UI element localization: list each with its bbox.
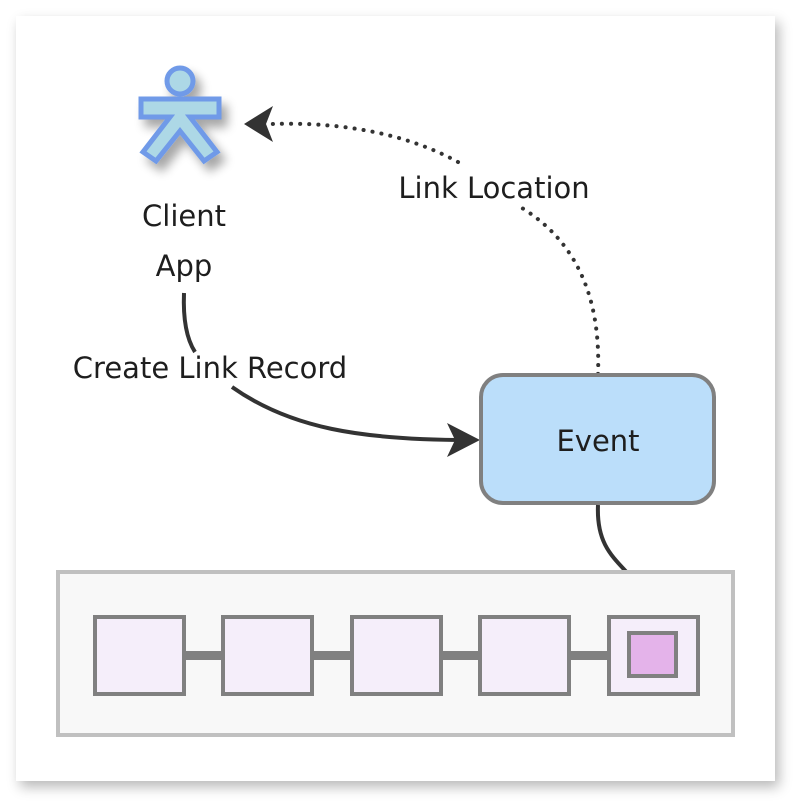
edge-label-create: Create Link Record	[73, 351, 347, 385]
chain-link	[441, 651, 479, 660]
actor-label-line1: Client	[142, 199, 226, 233]
chain-block[interactable]	[478, 615, 571, 696]
chain-link	[570, 651, 608, 660]
chain-block[interactable]	[221, 615, 314, 696]
chain-block[interactable]	[93, 615, 186, 696]
chain-link	[184, 651, 222, 660]
edge-label-location: Link Location	[398, 171, 589, 205]
chain-container	[56, 570, 735, 737]
edge-link-location[interactable]	[244, 106, 601, 376]
actor-label-line2: App	[156, 249, 213, 283]
arrowhead-icon	[447, 423, 480, 457]
event-node[interactable]: Event	[479, 373, 716, 505]
chain-link	[313, 651, 351, 660]
arrowhead-icon	[244, 106, 273, 142]
actor-icon[interactable]	[138, 65, 222, 165]
event-label: Event	[556, 424, 639, 458]
highlighted-record[interactable]	[627, 631, 678, 678]
chain-block[interactable]	[350, 615, 443, 696]
edge-create-link-record[interactable]	[181, 292, 480, 457]
